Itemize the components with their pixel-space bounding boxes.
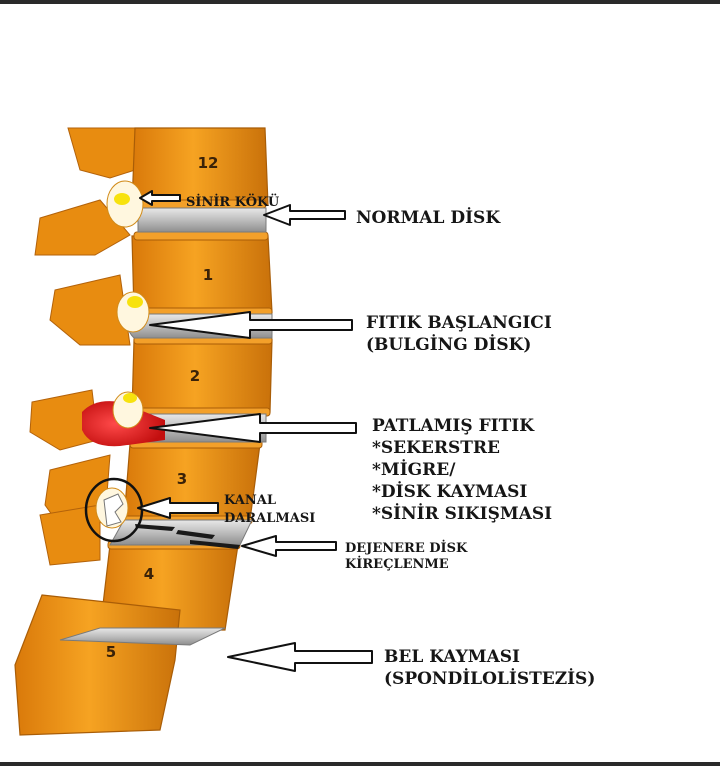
label-daralmasi: DARALMASI (224, 511, 315, 526)
arrow-bulging (149, 311, 353, 339)
calcification-marks (135, 524, 240, 549)
vertebra-number-4: 4 (144, 565, 154, 583)
posterior-processes (29, 127, 136, 566)
nerve-root (123, 393, 137, 403)
label-patlamis-fitik: PATLAMIŞ FITIK (372, 416, 535, 436)
label-sinir-sikismasi: *SİNİR SIKIŞMASI (372, 503, 552, 524)
label-sekerstre: *SEKERSTRE (372, 438, 500, 458)
arrow-degenerate (241, 535, 337, 557)
label-sinir-koku: SİNİR KÖKÜ (186, 193, 280, 210)
bottom-border (0, 762, 720, 766)
vertebra-5 (14, 594, 181, 736)
label-disk-kaymasi: *DİSK KAYMASI (372, 481, 527, 502)
label-kireclenme: KİREÇLENME (345, 556, 449, 572)
label-bel-kaymasi: BEL KAYMASI (384, 647, 520, 667)
nerve-root (127, 296, 143, 308)
label-bulging-disk: (BULGİNG DİSK) (366, 334, 531, 355)
label-fitik-baslangici: FITIK BAŞLANGICI (366, 313, 552, 333)
arrow-sinir-koku (139, 190, 181, 206)
vertebra-12 (131, 127, 269, 206)
label-kanal: KANAL (224, 493, 276, 508)
normal-disk (137, 207, 267, 233)
vertebra-number-1: 1 (203, 266, 213, 284)
label-dejenere-disk: DEJENERE DİSK (345, 540, 468, 556)
vertebra-number-2: 2 (190, 367, 200, 385)
top-border (0, 0, 720, 4)
nerve-root (114, 193, 130, 205)
vertebra-number-5: 5 (106, 643, 116, 661)
label-spondilolistezis: (SPONDİLOLİSTEZİS) (384, 668, 595, 689)
vertebra-2 (131, 339, 273, 413)
vertebra-number-12: 12 (198, 154, 219, 172)
arrow-bel-kaymasi (227, 642, 373, 672)
arrow-normal-disk (263, 204, 346, 226)
vertebra-number-3: 3 (177, 470, 187, 488)
arrow-herniation (149, 413, 357, 443)
pointer-arrows (137, 190, 373, 672)
arrow-canal (137, 497, 219, 519)
slipped-disk (59, 627, 226, 646)
label-migre: *MİGRE/ (372, 459, 456, 480)
label-normal-disk: NORMAL DİSK (356, 207, 501, 228)
